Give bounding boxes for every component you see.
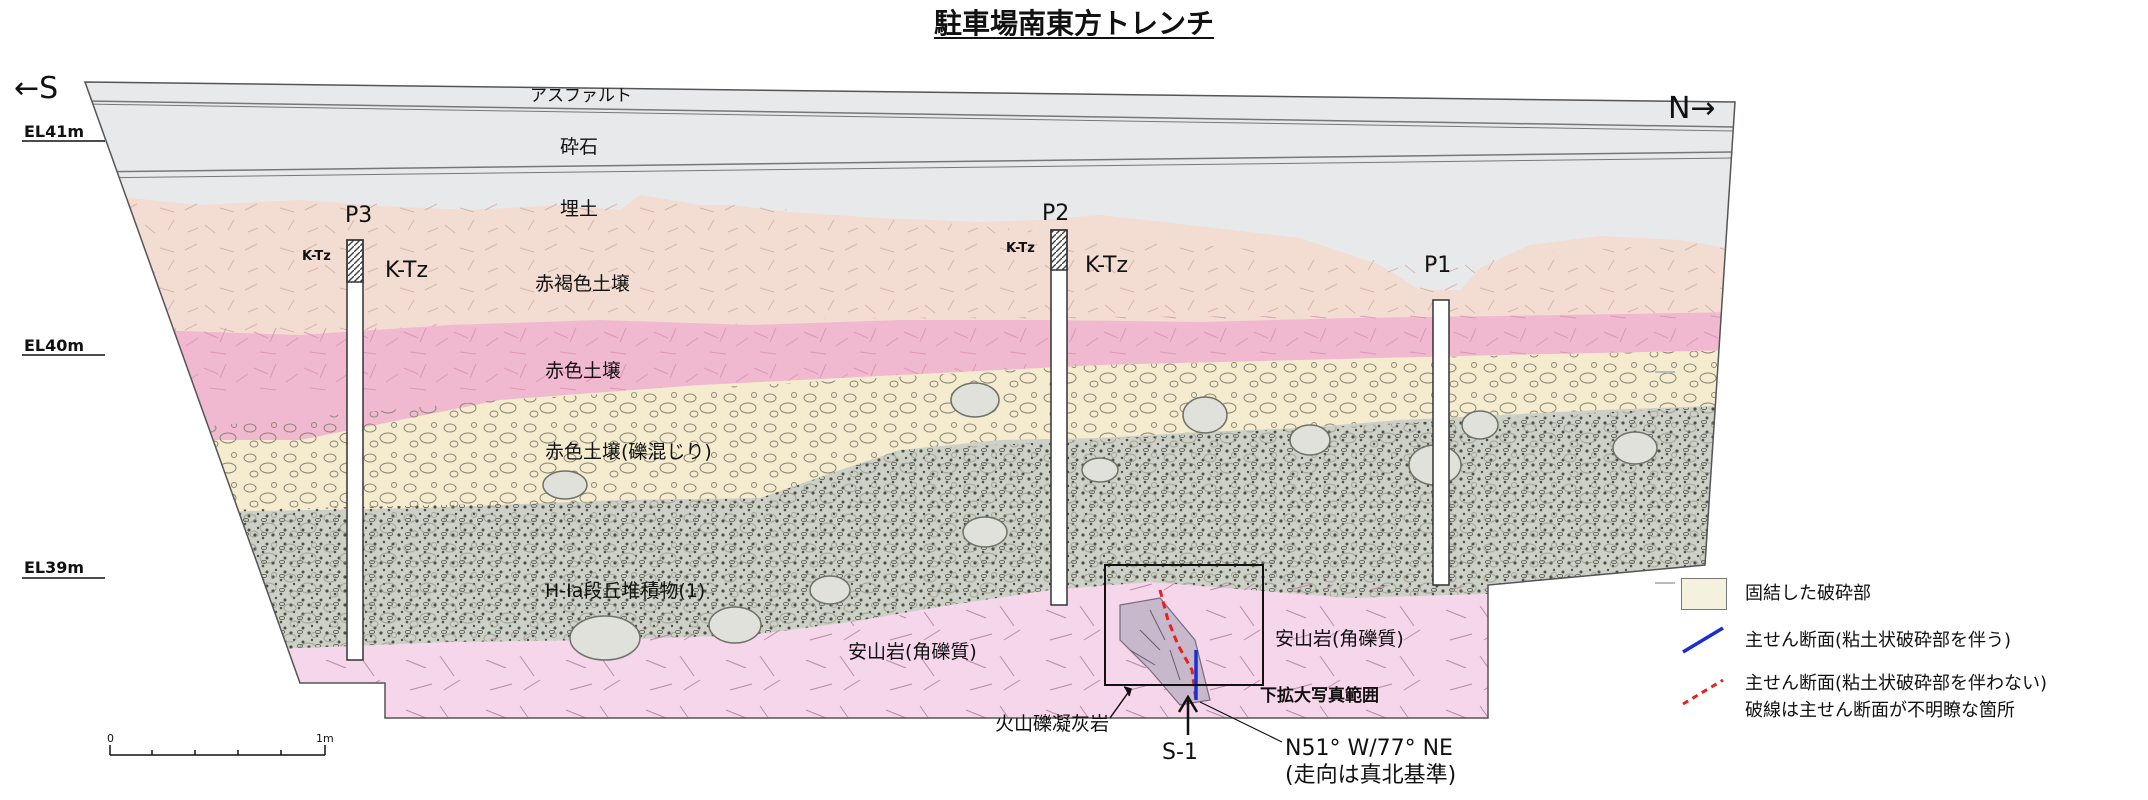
layer-fill: 埋土 (560, 198, 599, 220)
pavement-line-1 (85, 100, 1735, 128)
scale-end-label: 1m (316, 732, 334, 745)
trench-outline (83, 81, 1736, 719)
layer-terrace-deposit: H-Ⅰa段丘堆積物(1) (545, 580, 706, 602)
legend-blue-line-icon (1682, 626, 1724, 654)
diagram-title: 駐車場南東方トレンチ (933, 7, 1214, 40)
pit-p3-label: P3 (345, 203, 373, 228)
direction-south: ←S (14, 71, 59, 106)
layer-crushed-stone: 砕石 (560, 136, 599, 158)
legend: 固結した破砕部 主せん断面(粘土状破砕部を伴う) 主せん断面(粘土状破砕部を伴わ… (1675, 570, 2135, 730)
pit-p1 (1432, 299, 1450, 586)
pit-p3-tephra-small: K-Tz (302, 249, 331, 264)
elevation-39m: EL39m (24, 558, 85, 577)
scale-bar (109, 745, 326, 756)
pavement-line-3 (85, 151, 1735, 173)
pit-p2 (1050, 229, 1068, 606)
enlarged-area-label: 下拡大写真範囲 (1260, 686, 1379, 706)
tuff-breccia-body (1119, 597, 1211, 706)
elevation-41m: EL41m (24, 122, 85, 141)
legend-dashed-note: 破線は主せん断面が不明瞭な箇所 (1745, 700, 2015, 721)
pavement-line-2 (85, 103, 1735, 132)
legend-consolidated-swatch (1681, 578, 1727, 610)
layer-andesite-left: 安山岩(角礫質) (848, 641, 977, 663)
tuff-breccia-leaders (1109, 686, 1132, 719)
direction-north: N→ (1668, 91, 1716, 126)
legend-red-dashed-icon (1682, 678, 1724, 706)
pit-p1-label: P1 (1424, 253, 1452, 278)
s1-arrow (1177, 694, 1199, 735)
legend-main-shear-clay-label: 主せん断面(粘土状破砕部を伴う) (1745, 630, 2012, 651)
strike-leader (1199, 701, 1283, 743)
fault-red-dashed (1158, 589, 1198, 701)
pit-p2-label: P2 (1042, 201, 1070, 226)
elevation-markers (22, 140, 105, 579)
fault-strike-dip: N51° W/77° NE (1285, 736, 1453, 761)
elevation-40m: EL40m (24, 336, 85, 355)
pit-p2-tephra-small: K-Tz (1006, 241, 1035, 256)
layer-red-soil-gravel: 赤色土壌(礫混じり) (545, 441, 712, 463)
pit-p2-tephra: K-Tz (1085, 253, 1129, 278)
layer-red-soil: 赤色土壌 (545, 360, 622, 382)
legend-main-shear-noclay-label: 主せん断面(粘土状破砕部を伴わない) (1745, 673, 2048, 694)
scale-start-label: 0 (107, 732, 114, 745)
layer-andesite-right: 安山岩(角礫質) (1275, 628, 1404, 650)
legend-consolidated-label: 固結した破砕部 (1745, 583, 1871, 604)
layer-asphalt: アスファルト (530, 86, 632, 106)
pit-p3-tephra: K-Tz (385, 258, 429, 283)
enlarged-area-frame (1104, 564, 1264, 686)
layer-reddish-brown-soil: 赤褐色土壌 (535, 273, 631, 295)
pit-p3 (346, 239, 364, 661)
layer-tuff-breccia: 火山礫凝灰岩 (995, 713, 1110, 735)
boulders (542, 382, 1658, 661)
fault-strike-note: (走向は真北基準) (1285, 763, 1457, 788)
pavement-line-4 (85, 157, 1735, 179)
fault-section-label: S-1 (1162, 740, 1198, 765)
